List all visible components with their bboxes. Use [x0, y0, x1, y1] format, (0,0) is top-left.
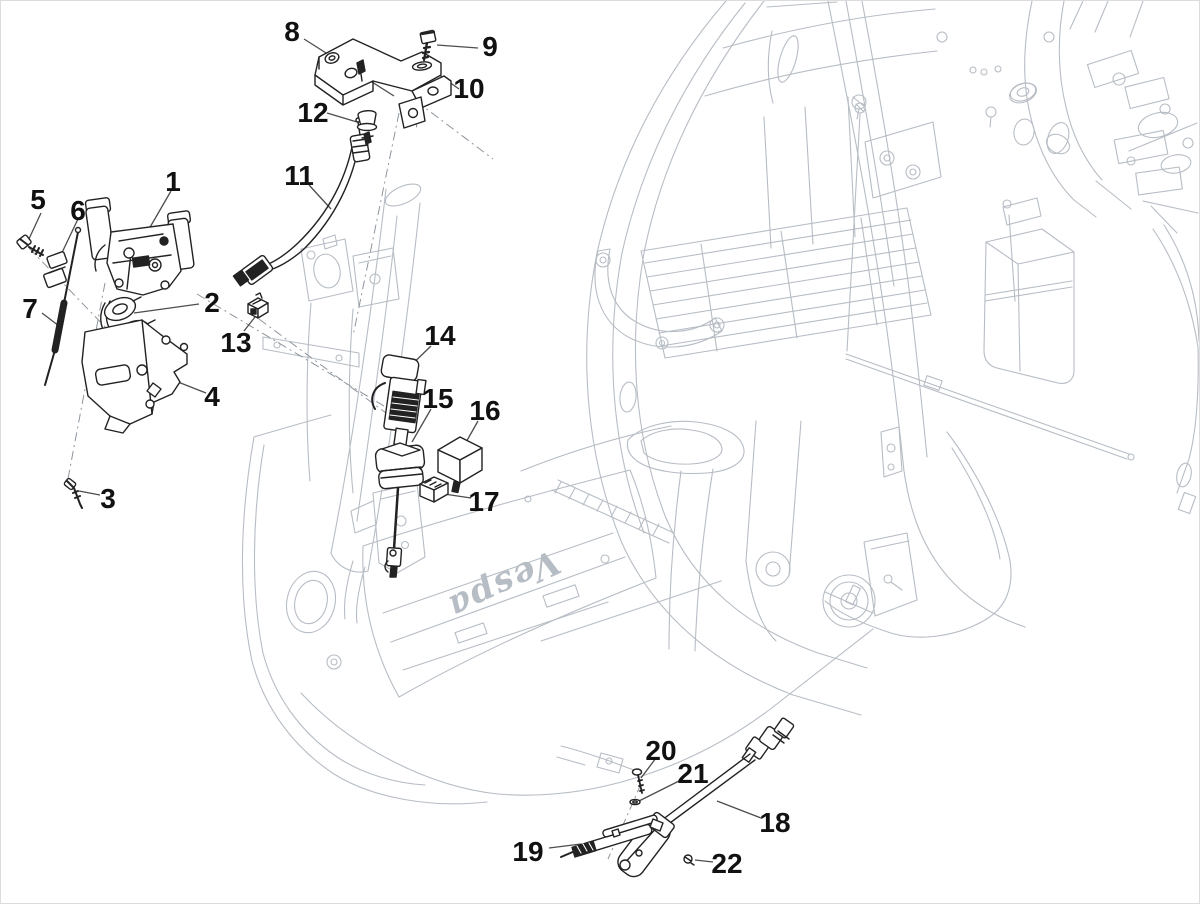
part-15-drawing	[374, 442, 426, 578]
callout-17: 17	[468, 486, 499, 517]
construction-lines	[28, 42, 642, 860]
callout-6: 6	[70, 195, 86, 226]
part-4-drawing	[81, 319, 189, 434]
callout-3: 3	[100, 483, 116, 514]
callout-13: 13	[220, 327, 251, 358]
part-10-drawing	[411, 61, 433, 71]
callout-2: 2	[204, 287, 220, 318]
part-13-drawing	[247, 292, 269, 319]
callout-22: 22	[711, 848, 742, 879]
callout-7: 7	[22, 293, 38, 324]
callout-10: 10	[453, 73, 484, 104]
part-21-drawing	[629, 798, 641, 806]
part-9-drawing	[419, 29, 437, 62]
part-8-drawing	[314, 38, 452, 129]
callout-19: 19	[512, 836, 543, 867]
callout-9: 9	[482, 31, 498, 62]
callout-4: 4	[204, 381, 220, 412]
callout-11: 11	[284, 160, 314, 191]
callout-12: 12	[297, 97, 328, 128]
frame-wireframe: Vespa	[241, 1, 1199, 805]
callout-1: 1	[165, 166, 181, 197]
part-3-drawing	[63, 477, 83, 509]
part-5-drawing	[16, 234, 44, 257]
callout-20: 20	[645, 735, 676, 766]
part-16-drawing	[437, 436, 483, 494]
part-14-drawing	[371, 354, 427, 458]
part-12-drawing	[356, 110, 378, 145]
part-11-drawing	[232, 117, 371, 287]
callout-18: 18	[759, 807, 790, 838]
callout-labels: 1 2 3 4 5 6 7 8 9 10 11 12 13 14 15 16 1…	[22, 16, 790, 879]
part-1-drawing	[84, 197, 195, 296]
part-19-drawing	[560, 814, 664, 858]
part-17-drawing	[419, 476, 449, 503]
callout-16: 16	[469, 395, 500, 426]
part-20-drawing	[631, 768, 645, 794]
part-7-drawing	[44, 226, 82, 386]
callout-5: 5	[30, 184, 46, 215]
callout-14: 14	[424, 320, 456, 351]
leader-lines	[27, 38, 762, 863]
part-drawings	[16, 29, 795, 878]
part-22-drawing	[683, 854, 695, 866]
part-18-drawing	[617, 717, 795, 878]
part-6-drawing	[43, 251, 68, 289]
callout-8: 8	[284, 16, 300, 47]
vespa-script: Vespa	[441, 541, 567, 628]
callout-15: 15	[422, 383, 453, 414]
callout-21: 21	[677, 758, 708, 789]
